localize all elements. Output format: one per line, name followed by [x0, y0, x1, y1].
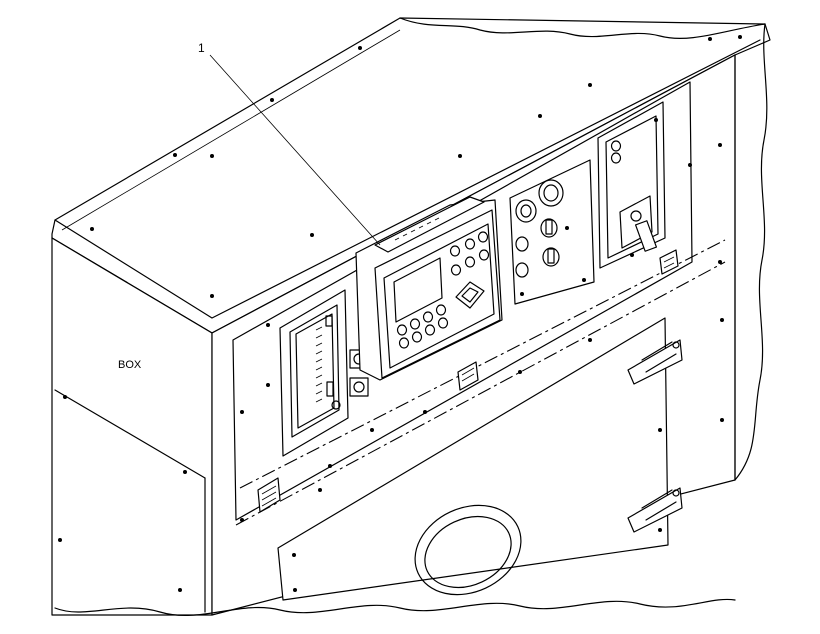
controller-button[interactable]	[437, 317, 449, 329]
right-access-panel	[597, 101, 666, 269]
controller-button[interactable]	[449, 245, 461, 257]
enclosure-left-side	[51, 237, 213, 616]
control-panel-module	[355, 196, 503, 381]
controller-button[interactable]	[435, 304, 447, 316]
selector-switch[interactable]	[542, 247, 560, 267]
gauge	[538, 179, 564, 207]
navigation-pad[interactable]	[455, 281, 485, 309]
controller-button[interactable]	[450, 264, 462, 276]
door-hinge-lower[interactable]	[627, 487, 683, 533]
panel-latch-left[interactable]	[257, 477, 281, 513]
gauge	[515, 199, 537, 223]
callout-1: 1	[198, 41, 381, 246]
controller-button[interactable]	[464, 238, 476, 250]
indicator-lamp	[515, 236, 529, 252]
controller-button[interactable]	[478, 249, 490, 261]
controller-button[interactable]	[422, 311, 434, 323]
box-label: BOX	[118, 359, 142, 371]
break-line-top	[399, 17, 766, 39]
controller-display	[393, 257, 443, 323]
indicator-lamp	[515, 262, 529, 278]
panel-latch-right[interactable]	[659, 249, 679, 275]
controller-button[interactable]	[396, 324, 408, 336]
isolator-switch[interactable]	[619, 195, 658, 252]
bar-graph-meter	[279, 289, 349, 457]
door-hinge-upper[interactable]	[627, 339, 683, 385]
controller-button[interactable]	[424, 324, 436, 336]
break-line-bottom	[54, 598, 736, 616]
selector-switch[interactable]	[540, 218, 558, 238]
gauges-and-switches	[509, 159, 595, 305]
controller-button[interactable]	[411, 331, 423, 343]
controller-button[interactable]	[398, 337, 410, 349]
controller-button[interactable]	[477, 231, 489, 243]
panel-latch-center[interactable]	[457, 361, 479, 391]
break-line-right	[734, 23, 768, 481]
callout-1-label: 1	[198, 41, 205, 55]
controller-button[interactable]	[464, 256, 476, 268]
controller-button[interactable]	[409, 318, 421, 330]
